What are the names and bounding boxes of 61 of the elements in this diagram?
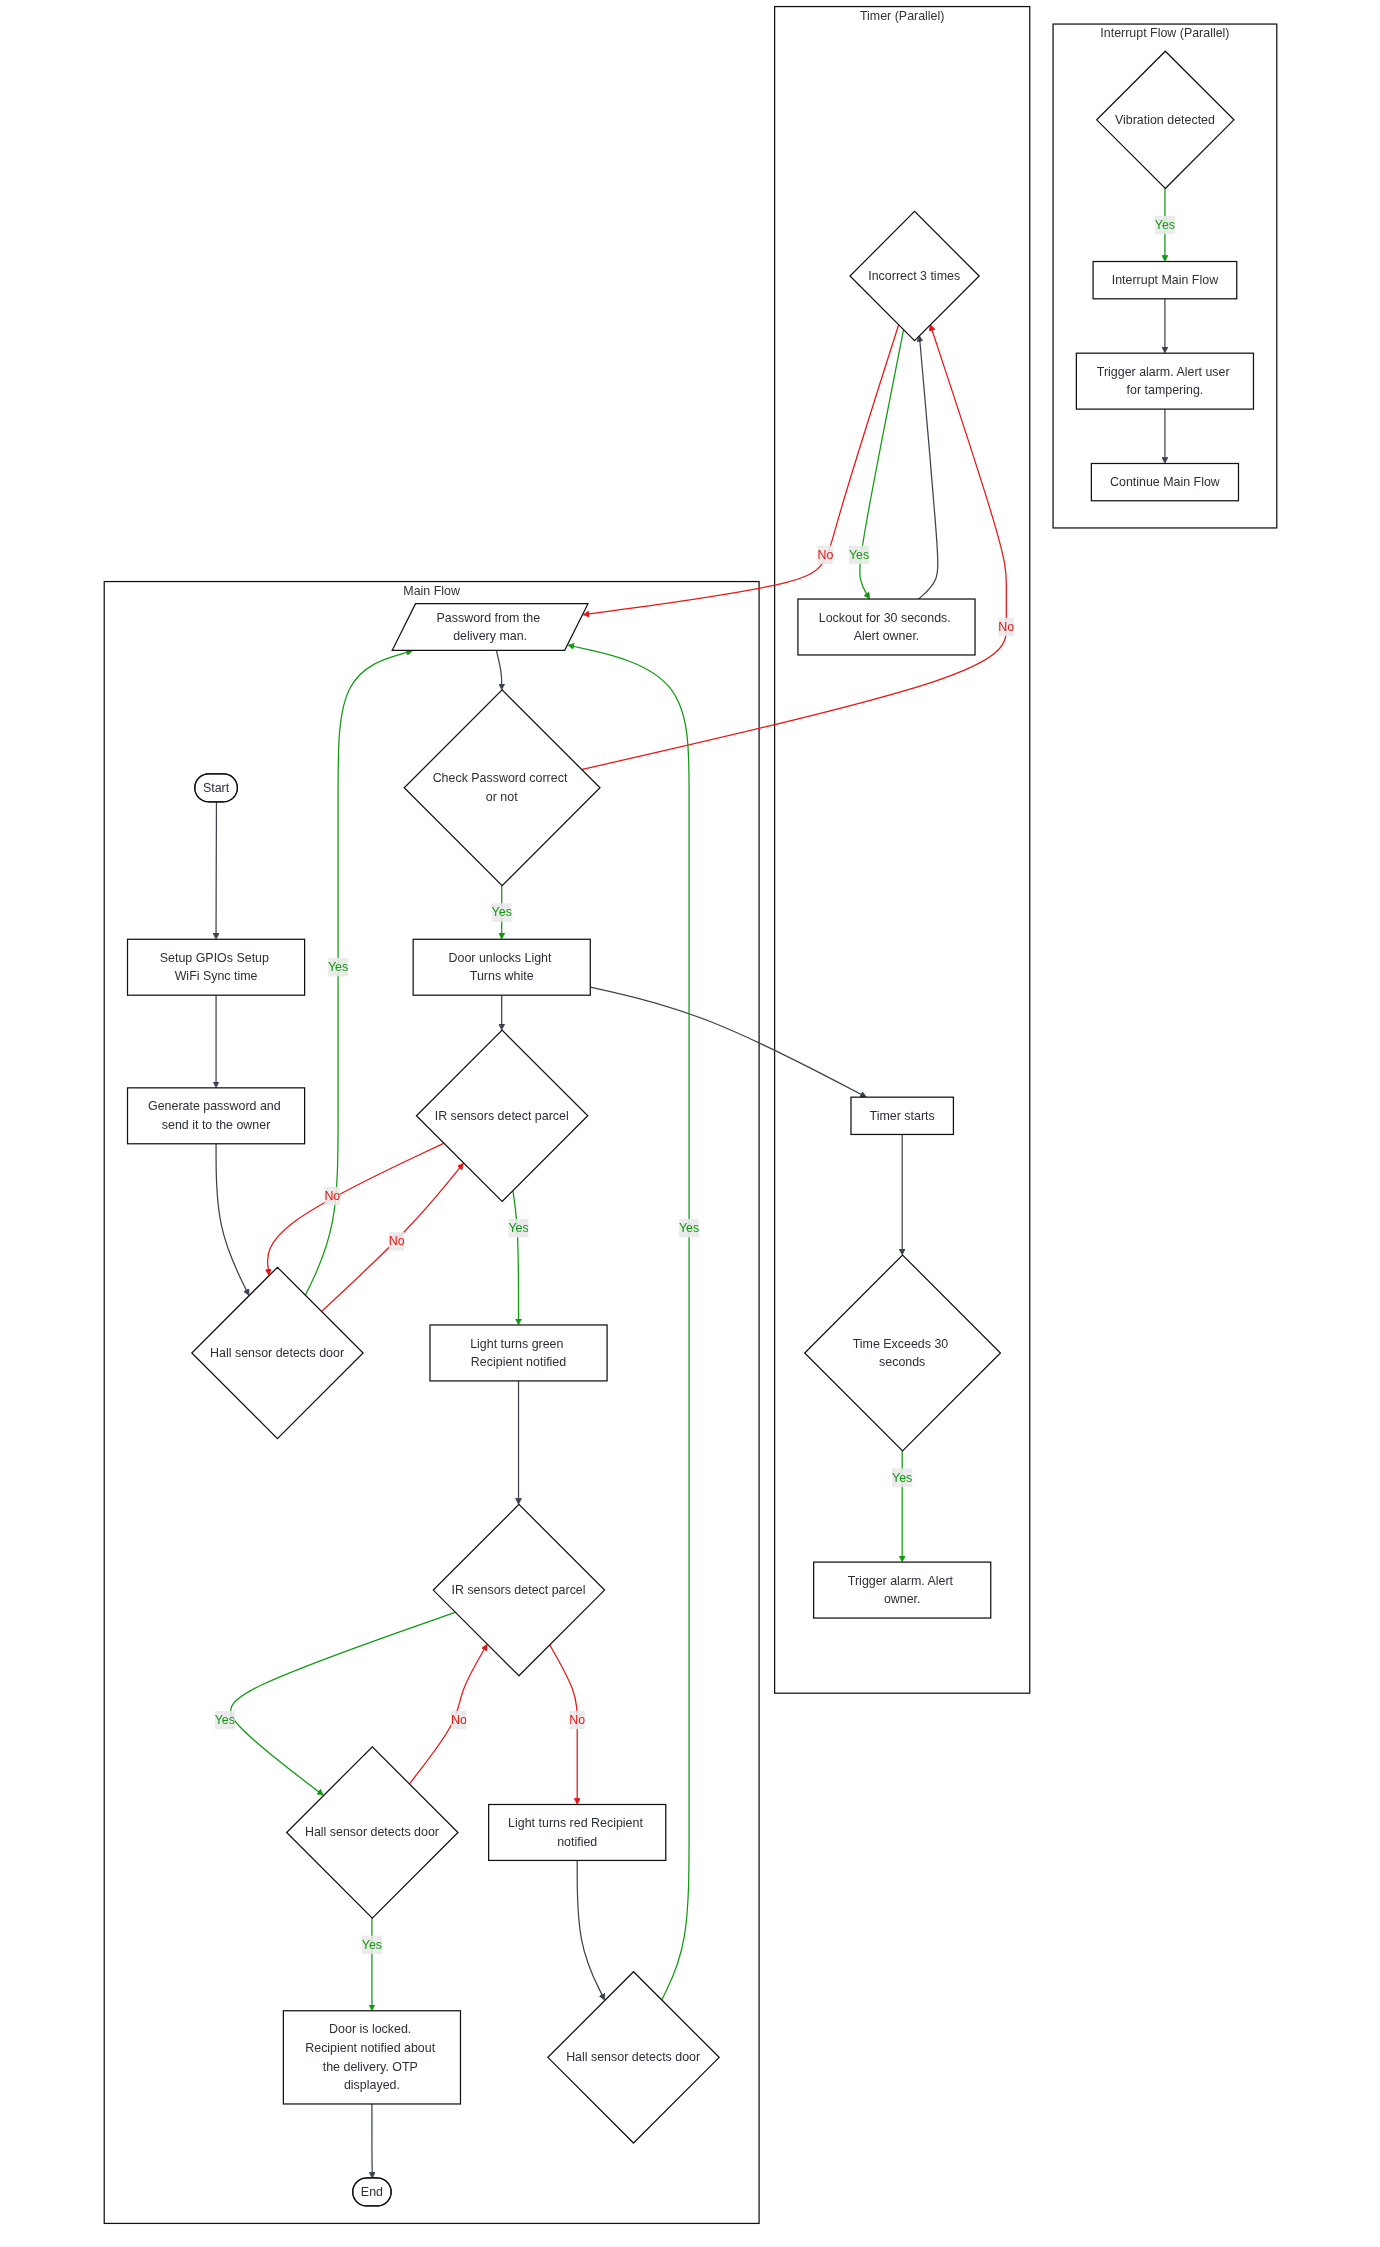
- node-box: Continue Main Flow: [1090, 462, 1239, 502]
- node-box: Light turns red Recipient notified: [487, 1803, 666, 1862]
- arrow: [320, 1162, 464, 1313]
- node-diamond: Hall sensor detects door: [546, 1970, 720, 2144]
- arrow: [582, 324, 899, 618]
- node-diamond: Hall sensor detects door: [190, 1266, 364, 1440]
- arrow: [497, 994, 505, 1031]
- edge-label: No: [568, 1713, 585, 1727]
- node-box: Interrupt Main Flow: [1092, 260, 1237, 300]
- edge-label: No: [817, 547, 833, 561]
- arrow: [580, 324, 1007, 771]
- arrow: [589, 986, 867, 1098]
- node-diamond: IR sensors detect parcel: [415, 1029, 589, 1203]
- arrow: [898, 1450, 906, 1563]
- arrow: [408, 1644, 487, 1785]
- edge-label: Yes: [214, 1713, 235, 1727]
- node-box: Door is locked. Recipient notified about the delivery. OTP displayed.: [282, 2010, 461, 2105]
- node-diamond: Time Exceeds 30 seconds: [803, 1254, 1001, 1452]
- edge-label: Yes: [848, 547, 869, 561]
- edge-label: No: [323, 1188, 340, 1203]
- arrow: [368, 2103, 376, 2179]
- node-diamond: Vibration detected: [1095, 50, 1235, 190]
- node-box: Light turns green Recipient notified: [428, 1324, 608, 1382]
- arrow: [576, 1859, 605, 2001]
- arrow: [1161, 298, 1168, 354]
- arrow: [212, 994, 219, 1089]
- arrow: [1161, 408, 1168, 464]
- arrow: [495, 650, 505, 691]
- node-box: Lockout for 30 seconds. Alert owner.: [796, 598, 976, 656]
- arrow: [229, 1611, 456, 1796]
- edge-label: Yes: [891, 1470, 912, 1484]
- edge-label: No: [997, 620, 1014, 634]
- edge-label: Yes: [327, 960, 348, 974]
- node-diamond: Hall sensor detects door: [285, 1745, 459, 1919]
- edge-label: Yes: [678, 1221, 699, 1235]
- node-box: Trigger alarm. Alert owner.: [812, 1561, 991, 1619]
- edge-label: Yes: [507, 1221, 529, 1235]
- edge-label: Yes: [491, 905, 512, 919]
- edge-label: No: [388, 1234, 405, 1248]
- node-diamond: IR sensors detect parcel: [431, 1503, 605, 1677]
- arrow: [567, 643, 690, 2001]
- node-box: Setup GPIOs Setup WiFi Sync time: [126, 938, 305, 996]
- arrow: [264, 1142, 444, 1276]
- arrow: [916, 335, 938, 600]
- node-diamond: Check Password correct or not: [402, 689, 601, 887]
- node-diamond: Incorrect 3 times: [848, 210, 980, 342]
- arrow: [514, 1380, 522, 1505]
- node-box: Door unlocks Light Turns white: [412, 938, 591, 996]
- arrow: [368, 1917, 375, 2012]
- edge-label: Yes: [1154, 218, 1175, 232]
- arrow: [214, 1143, 249, 1296]
- node-box: Trigger alarm. Alert user for tampering.: [1075, 352, 1254, 410]
- arrow: [858, 329, 904, 600]
- arrow: [548, 1644, 581, 1805]
- arrow: [1161, 187, 1168, 262]
- edge-label: No: [450, 1713, 467, 1727]
- arrow: [898, 1133, 906, 1256]
- node-box: Timer starts: [849, 1096, 954, 1136]
- arrow: [212, 801, 219, 940]
- edge-label: Yes: [361, 1937, 382, 1952]
- node-box: Generate password and send it to the owner: [126, 1087, 305, 1145]
